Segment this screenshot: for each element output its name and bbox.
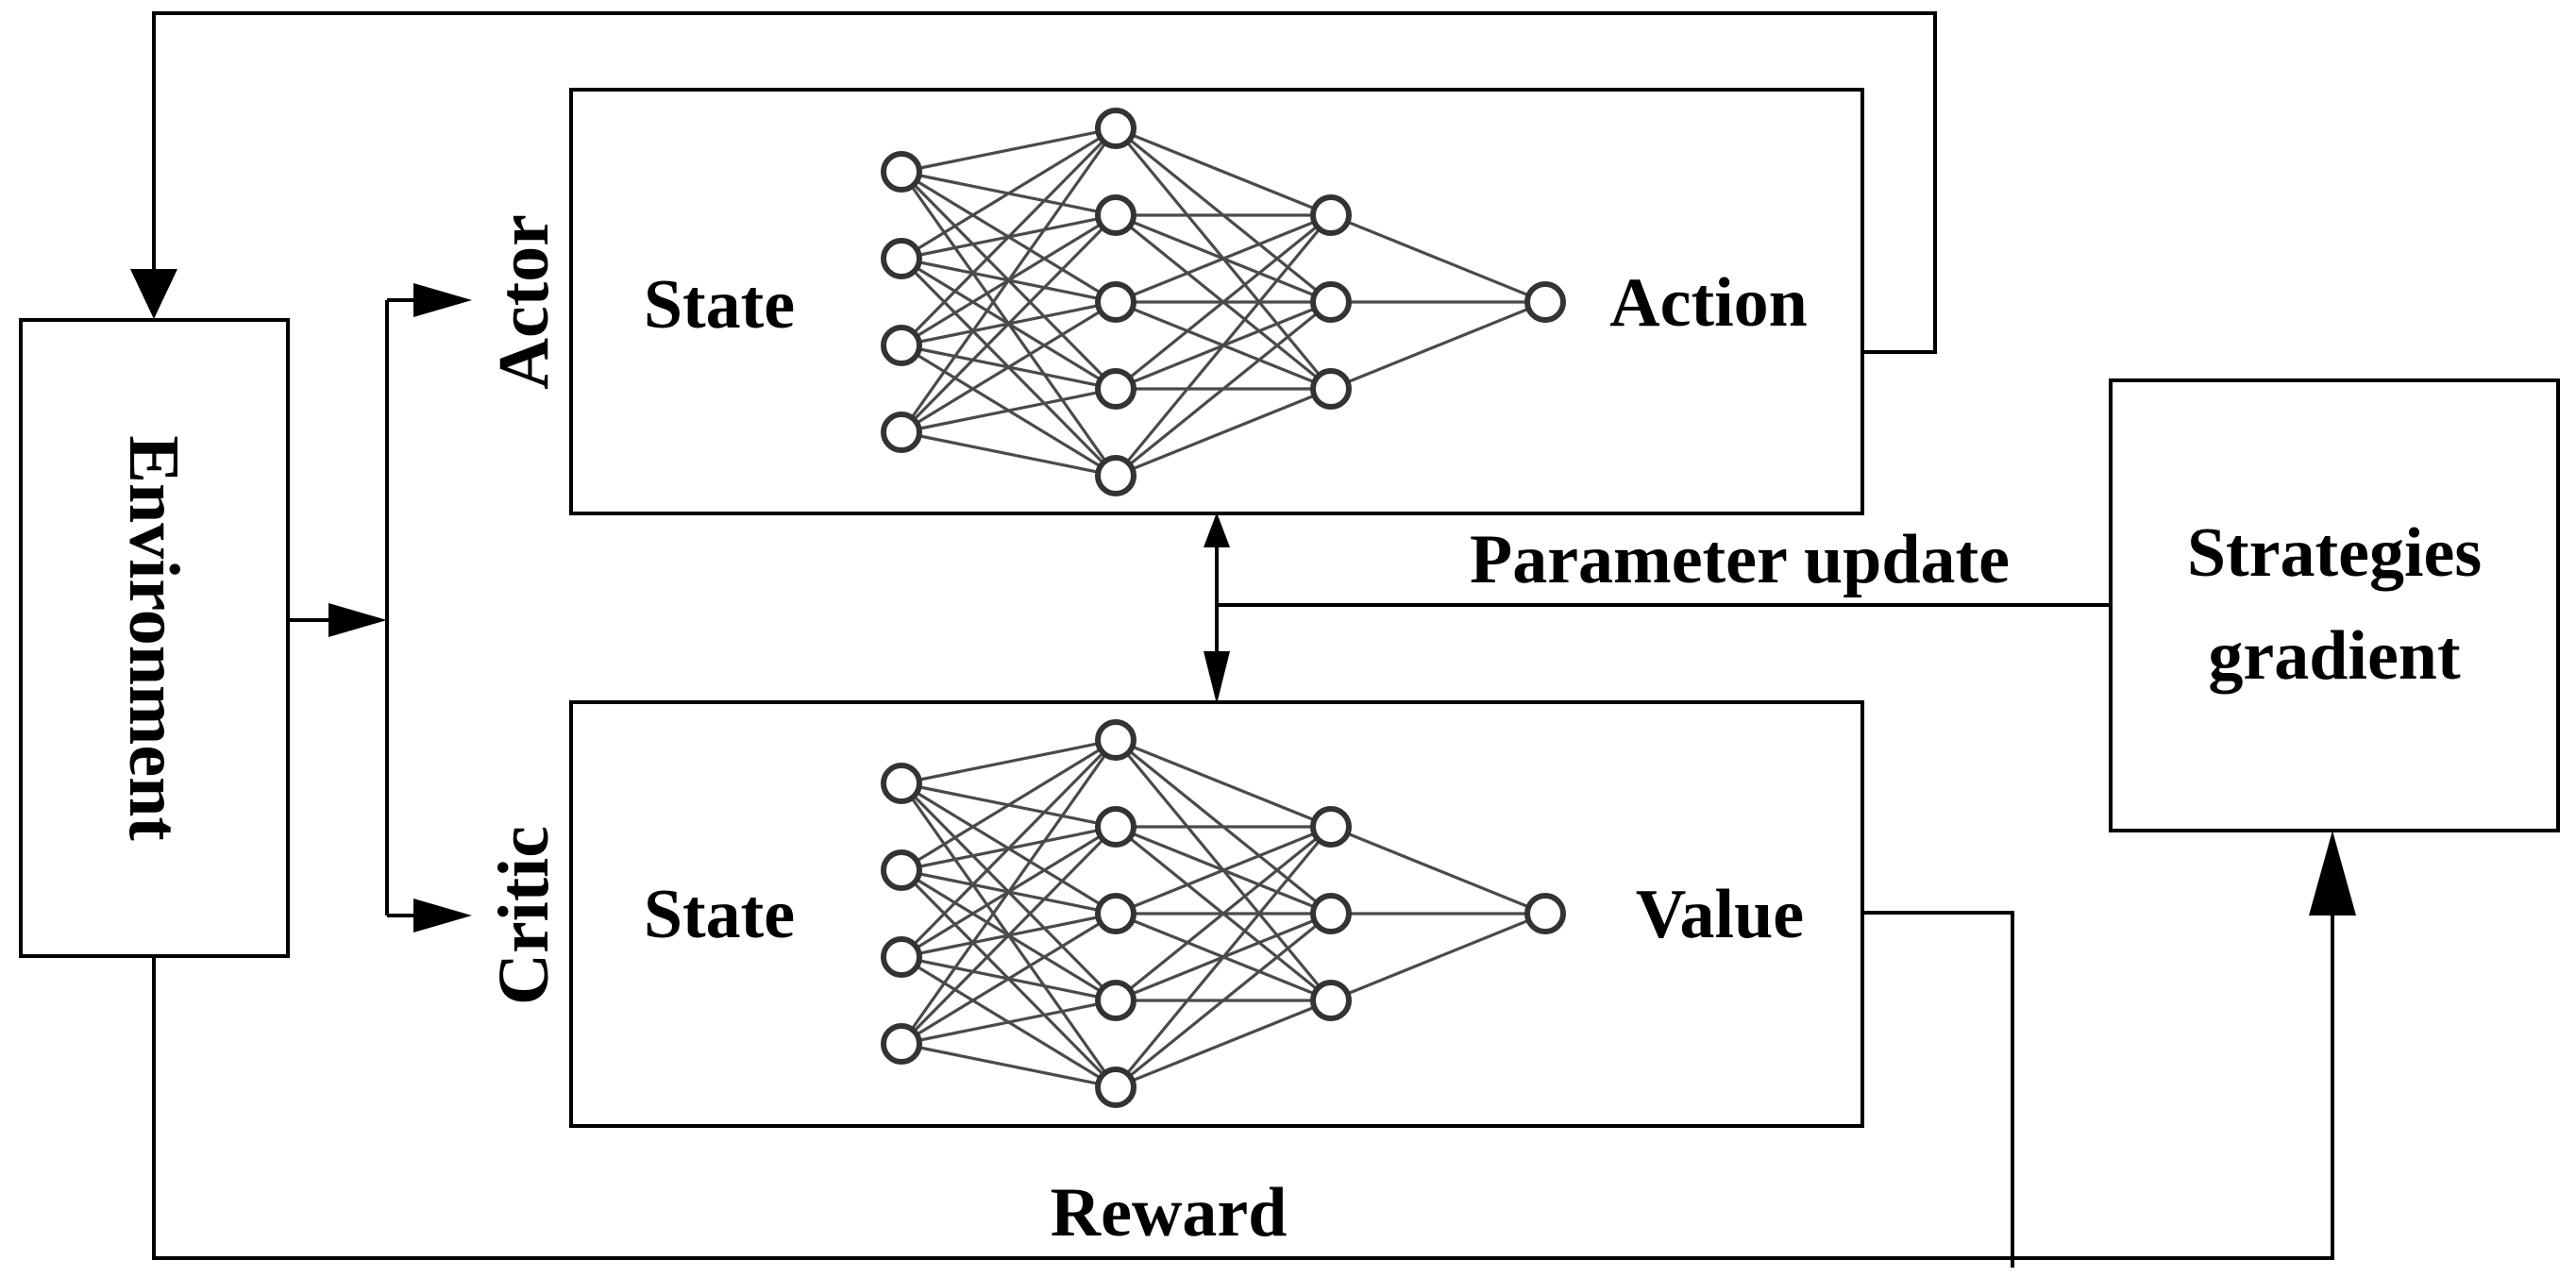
critic-neuron-layer-4 [1524,893,1566,934]
actor-connection [901,430,1117,478]
actor-connection [901,300,1117,434]
strategies-gradient-line1: Strategies [2187,514,2482,592]
critic-input-arrowhead [413,899,472,933]
critic-connection [901,912,1117,1046]
actor-action-label: Action [1609,264,1808,342]
reward-label: Reward [1051,1174,1288,1252]
connectors [130,11,2356,1268]
critic-update-arrowhead [1204,651,1230,704]
critic-connection [901,1042,1117,1089]
actor-input-arrowhead [413,283,472,317]
actor-connection [901,387,1117,434]
critic-side-label: Critic [484,826,564,1005]
actor-connection [900,126,1118,347]
critic-connection [1115,999,1332,1089]
environment-box [19,318,290,958]
actor-connection [1114,213,1333,391]
parameter-update-label: Parameter update [1470,521,2010,598]
action-feedback-line [152,11,1937,354]
critic-value-label: Value [1636,876,1804,953]
critic-connection [900,738,1118,959]
reward-line [152,911,2334,1260]
critic-connection [1114,912,1333,1089]
strategies-gradient-box [2109,378,2560,832]
strategies-input-arrowhead [2309,831,2356,916]
actor-neuron-layer-2 [1095,455,1136,496]
actor-neuron-layer-1 [881,412,922,453]
critic-connection [900,825,1118,1046]
strategies-gradient-block: Strategies gradient [2109,378,2560,832]
critic-connection [1330,912,1546,1002]
actor-neuron-layer-3 [1310,281,1352,323]
critic-neuron-layer-3 [1310,980,1352,1021]
critic-connection [1114,825,1333,1002]
actor-connection [1115,213,1332,304]
value-output-line [1862,911,2014,1268]
actor-neural-net [881,108,1566,496]
environment-input-arrowhead [130,269,177,319]
critic-connection [1115,738,1332,829]
actor-neuron-layer-1 [881,238,922,279]
critic-neuron-layer-1 [881,763,922,804]
environment-label: Environment [114,435,194,840]
critic-connection [901,738,1117,872]
actor-neuron-layer-2 [1095,108,1136,149]
actor-connection [900,127,1118,433]
actor-connection [900,213,1118,434]
critic-neuron-layer-2 [1095,806,1136,848]
actor-neuron-layer-2 [1095,281,1136,323]
actor-side-label: Actor [484,214,564,390]
actor-connection [901,126,1117,260]
critic-network: Critic State Value [484,700,1864,1128]
critic-neuron-layer-2 [1095,1067,1136,1108]
critic-neuron-layer-1 [881,1023,922,1065]
actor-connection [1115,387,1332,478]
actor-neuron-layer-3 [1310,368,1352,410]
critic-connection [1114,825,1333,1089]
actor-neuron-layer-3 [1310,194,1352,236]
critic-connection [901,738,1117,785]
actor-neuron-layer-2 [1095,368,1136,410]
critic-connection [901,999,1117,1046]
actor-neuron-layer-1 [881,151,922,193]
actor-network: Actor State Action [484,88,1864,515]
critic-connection [1330,825,1546,916]
actor-connection [1114,213,1333,478]
actor-edges [900,126,1546,478]
critic-edges [900,738,1546,1089]
critic-neuron-layer-2 [1095,893,1136,934]
actor-connection [901,126,1117,174]
critic-neuron-layer-2 [1095,980,1136,1021]
critic-neuron-layer-1 [881,936,922,978]
critic-neuron-layer-1 [881,849,922,891]
critic-state-label: State [644,876,795,953]
critic-neuron-layer-2 [1095,719,1136,761]
actor-update-arrowhead [1204,512,1230,547]
actor-connection [1114,300,1333,478]
actor-neuron-layer-2 [1095,194,1136,236]
critic-connection [1115,825,1332,916]
critic-neural-net [881,719,1566,1108]
actor-neuron-layer-4 [1524,281,1566,323]
actor-neuron-layer-1 [881,325,922,366]
actor-state-label: State [644,266,795,344]
critic-connection [900,739,1118,1045]
strategies-gradient-line2: gradient [2208,617,2461,695]
actor-connection [1330,213,1546,304]
environment-block: Environment [19,318,290,958]
critic-neuron-layer-3 [1310,806,1352,848]
actor-connection [1330,300,1546,391]
critic-neuron-layer-3 [1310,893,1352,934]
environment-output-arrowhead [328,603,387,637]
actor-connection [1115,126,1332,217]
